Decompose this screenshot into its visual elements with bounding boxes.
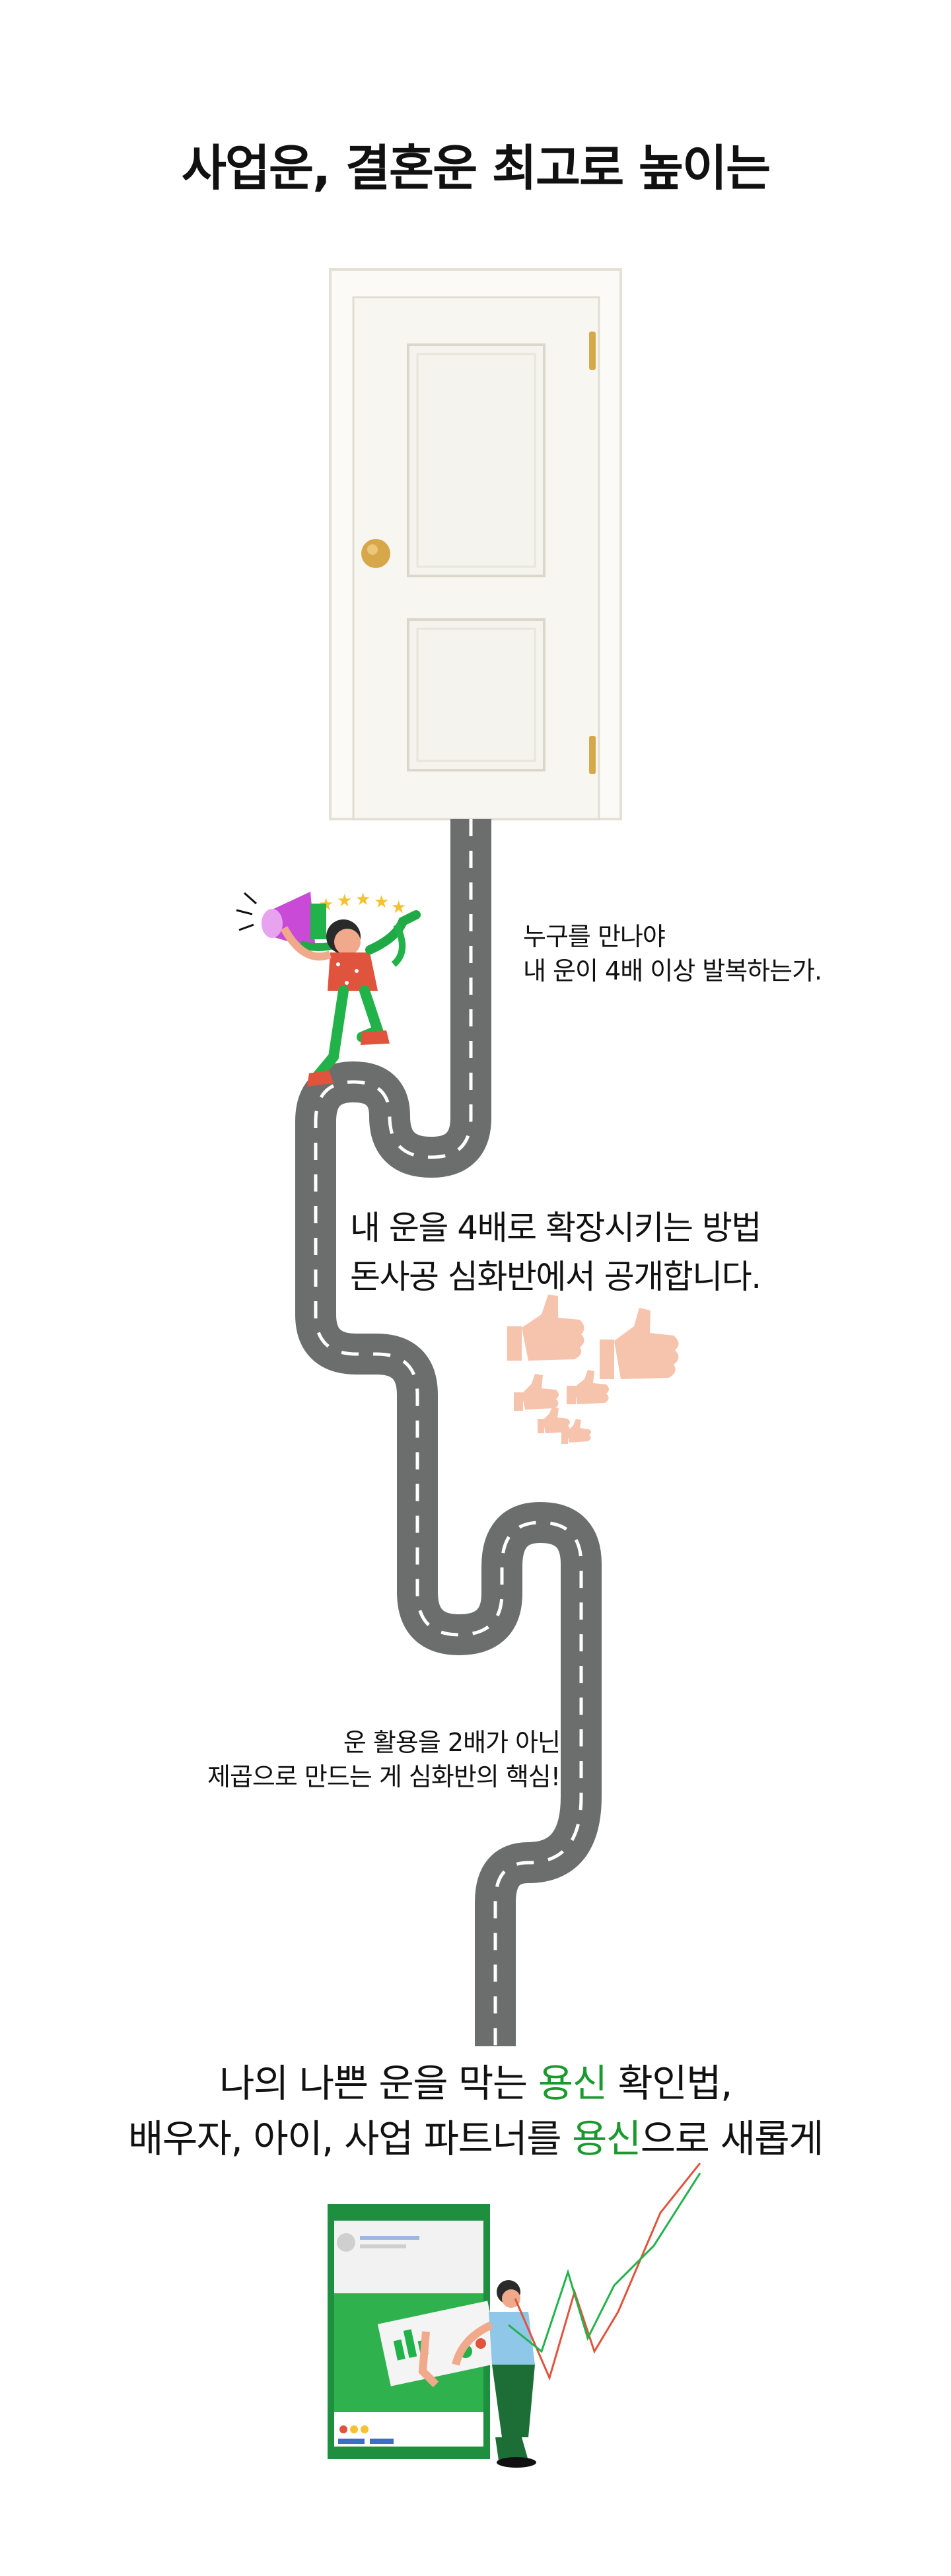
svg-text:★: ★ [355,890,370,910]
section-line: 내 운을 4배로 확장시키는 방법 [350,1209,761,1247]
section-expand-luck: 내 운을 4배로 확장시키는 방법 돈사공 심화반에서 공개합니다. [350,1203,761,1301]
person-with-chart-icon [377,2280,536,2468]
caption-line: 운 활용을 2배가 아닌 [343,1728,561,1757]
caption-who-to-meet: 누구를 만나야 내 운이 4배 이상 발복하는가. [523,919,822,988]
section-line: 돈사공 심화반에서 공개합니다. [350,1258,761,1296]
caption-line: 내 운이 4배 이상 발복하는가. [523,956,822,985]
final-headline: 나의 나쁜 운을 막는 용신 확인법, 배우자, 아이, 사업 파트너를 용신으… [0,2056,951,2166]
caption-line: 제곱으로 만드는 게 심화반의 핵심! [207,1762,561,1791]
yongsin-highlight: 용신 [572,2116,641,2161]
final-text: 나의 나쁜 운을 막는 [219,2061,538,2106]
final-line-1: 나의 나쁜 운을 막는 용신 확인법, [0,2056,951,2111]
megaphone-person-icon: ★ ★ ★ ★ ★ [236,890,421,1087]
caption-advanced-core: 운 활용을 2배가 아닌 제곱으로 만드는 게 심화반의 핵심! [207,1725,561,1794]
thumbs-up-icon [507,1295,679,1444]
door-icon [329,268,622,820]
final-line-2: 배우자, 아이, 사업 파트너를 용신으로 새롭게 [0,2111,951,2166]
stars-icon: ★ ★ ★ ★ ★ [318,890,406,917]
page-title: 사업운, 결혼운 최고로 높이는 [181,140,771,197]
final-text: 배우자, 아이, 사업 파트너를 [127,2116,573,2161]
svg-text:★: ★ [374,892,389,912]
yongsin-highlight: 용신 [538,2061,608,2106]
svg-text:★: ★ [337,891,352,911]
road-path [295,819,602,2046]
caption-line: 누구를 만나야 [523,922,666,951]
final-text: 으로 새롭게 [640,2116,824,2161]
stock-chart-icon [508,2163,701,2381]
final-text: 확인법, [606,2061,732,2106]
svg-text:★: ★ [391,898,406,917]
